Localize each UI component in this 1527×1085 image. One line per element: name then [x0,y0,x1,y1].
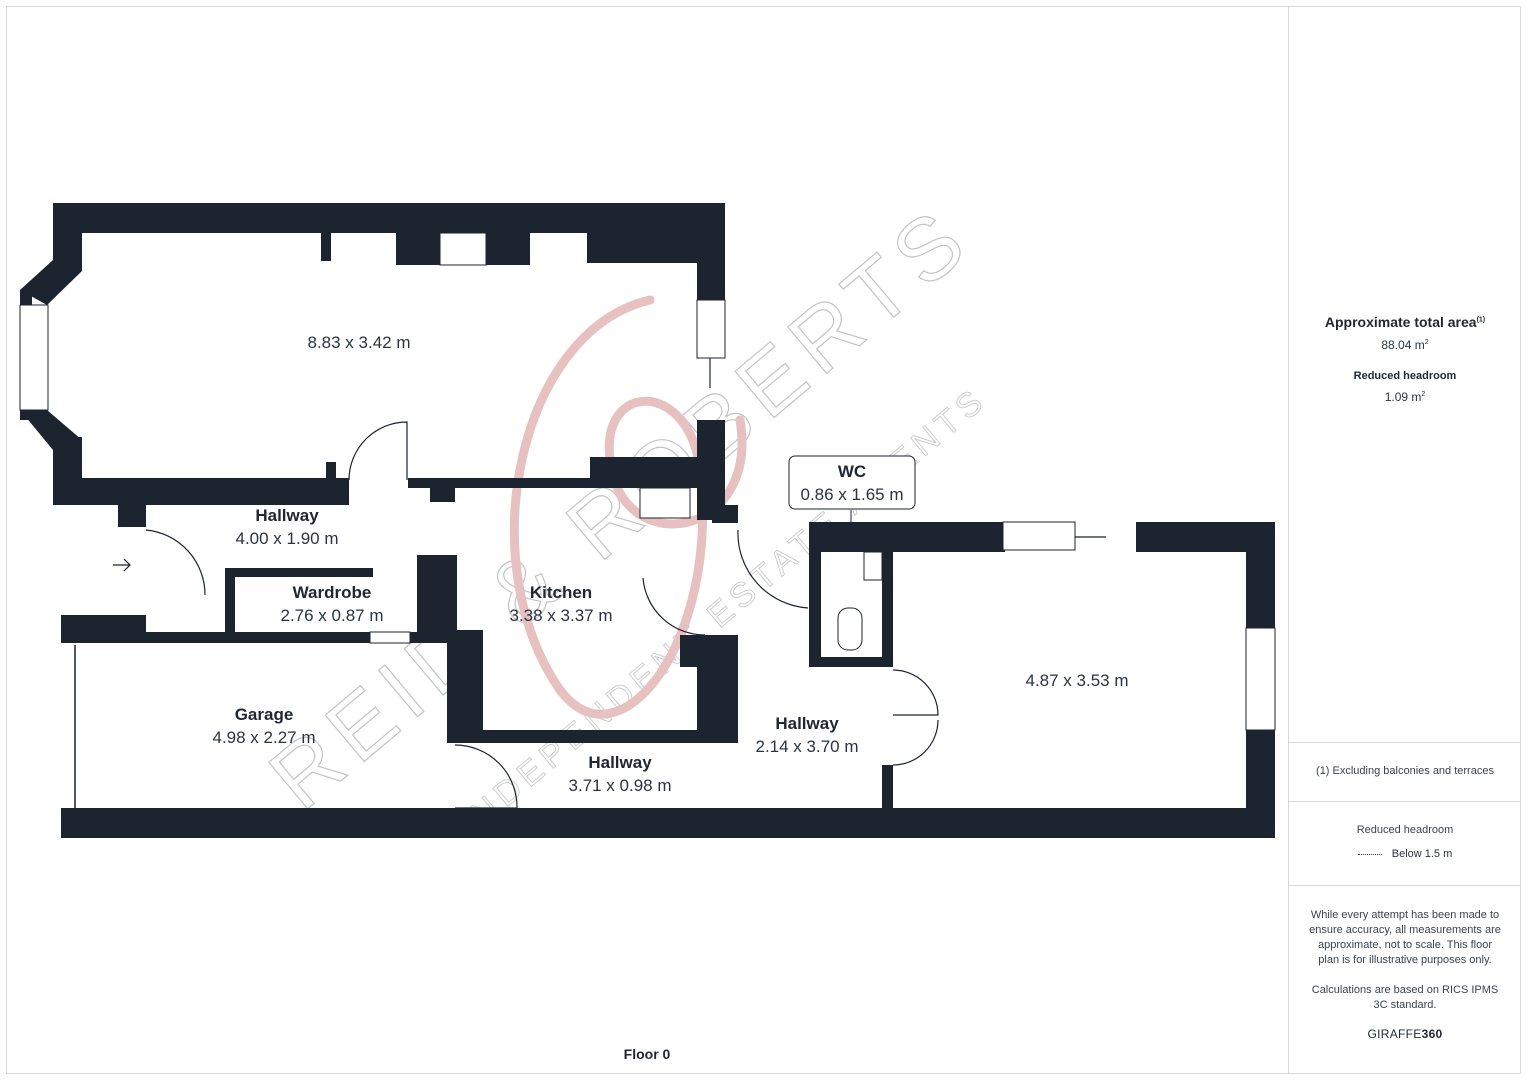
wall-wc-top [809,522,1005,552]
reduced-headroom-title: Reduced headroom [1353,370,1457,382]
wall-entrance-top [118,505,146,527]
room-wardrobe-dims: 2.76 x 0.87 m [280,606,383,625]
window-wardrobe [369,631,411,644]
room-garage-name: Garage [235,705,294,724]
legend-row: Below 1.5 m [1289,848,1521,860]
disclaimer-section: While every attempt has been made to ens… [1289,885,1521,1041]
wall-notch-1 [321,233,331,261]
doors [74,358,1106,809]
room-kitchen-name: Kitchen [530,583,592,602]
room-wc-dims: 0.86 x 1.65 m [800,485,903,504]
wall-kitchen-right-step [712,505,738,523]
total-area-title-text: Approximate total area [1324,314,1477,330]
wall-lounge-right-upper [697,203,725,300]
wall-recess-right [587,233,697,263]
room-right-dims: 4.87 x 3.53 m [1025,671,1128,690]
footnote-section: (1) Excluding balconies and terraces [1289,742,1521,801]
window-bay [19,304,49,411]
room-wc-name: WC [838,462,866,481]
room-hallway-1-name: Hallway [255,506,319,525]
wall-right-side-lower [1246,730,1275,838]
dotted-line-icon [1357,853,1382,855]
room-hallway-1-dims: 4.00 x 1.90 m [235,529,338,548]
page-frame [6,6,1521,1074]
floor-plan: REID & ROBERTS INDEPENDENT ESTATE AGENTS [19,185,1276,844]
door-wc [737,529,809,609]
door-right-lower [892,719,939,766]
wall-wardrobe-top [225,568,373,577]
legend-title: Reduced headroom [1356,824,1454,836]
wall-kitchen-left [447,630,483,743]
wall-notch-2 [326,462,336,478]
wall-hall-divider [882,765,893,815]
wall-lounge-bottom-mid [408,478,608,488]
disclaimer: While every attempt has been made to ens… [1309,909,1501,966]
room-lounge-dims: 8.83 x 3.42 m [307,333,410,352]
windows [19,232,1276,731]
door-lounge [348,421,408,481]
total-area-section: Approximate total area(1) 88.04 m2 Reduc… [1289,314,1521,404]
wall-wardrobe-right [417,555,457,643]
wc-label-box [788,455,916,510]
wall-wardrobe-left [225,568,235,643]
room-hallway-3-dims: 2.14 x 3.70 m [755,737,858,756]
room-labels: 8.83 x 3.42 m Hallway 4.00 x 1.90 m Ward… [212,333,1128,795]
wc-fixtures [837,510,883,651]
watermark: REID & ROBERTS INDEPENDENT ESTATE AGENTS [250,185,995,844]
reduced-headroom-value: 1.09 m2 [1289,390,1521,404]
total-area-unit-sup: 2 [1424,339,1429,346]
floor-label: Floor 0 [623,1046,671,1062]
brand-prefix: GIRAFFE [1367,1027,1422,1041]
door-right-upper [892,669,939,716]
wall-wc-bottom [809,657,893,667]
room-wardrobe-name: Wardrobe [293,583,372,602]
wall-kitchen-right-upper [697,420,725,520]
entrance-arrow-icon [113,558,131,572]
total-area-note-mark: (1) [1476,316,1486,324]
brand-logo: GIRAFFE360 [1289,1027,1521,1041]
wall-lounge-top [53,203,725,233]
window-lounge-right [696,299,726,359]
total-area-value: 88.04 m2 [1289,338,1521,352]
basin-icon [863,551,883,581]
room-kitchen-dims: 3.38 x 3.37 m [509,606,612,625]
watermark-monogram [509,295,747,719]
wall-lounge-left-upper [53,203,82,271]
kitchen-unit [639,487,691,519]
legend-item: Below 1.5 m [1391,848,1453,860]
floor-plan-drawing: REID & ROBERTS INDEPENDENT ESTATE AGENTS [19,185,1276,844]
walls [20,203,1275,838]
door-hallway [454,744,518,809]
room-hallway-2-dims: 3.71 x 0.98 m [568,776,671,795]
wall-pier [430,478,455,502]
room-garage-dims: 4.98 x 2.27 m [212,728,315,747]
wall-lounge-bottom-left [53,478,349,505]
reduced-headroom-unit-sup: 2 [1421,391,1426,398]
footnote: (1) Excluding balconies and terraces [1316,765,1494,777]
fireplace [439,232,487,266]
window-right-top [1002,521,1076,551]
wall-kitchen-right-lower [697,635,738,743]
wall-wc-right [882,522,893,667]
wall-bay-top [20,260,82,305]
sidebar: Approximate total area(1) 88.04 m2 Reduc… [1288,6,1521,1074]
total-area-value-text: 88.04 m [1381,338,1425,352]
toilet-icon [837,607,863,651]
calc-note: Calculations are based on RICS IPMS 3C s… [1311,984,1499,1011]
door-entrance [145,529,206,596]
legend-section: Reduced headroom Below 1.5 m [1289,801,1521,886]
wall-garage-top [146,632,456,643]
reduced-headroom-value-text: 1.09 m [1384,390,1422,404]
wall-bottom-outer [61,808,1275,838]
wall-wc-left [809,522,821,667]
wall-right-side-upper [1246,522,1275,628]
room-hallway-3-name: Hallway [775,714,839,733]
door-kitchen [642,577,706,636]
wall-entrance-bottom [61,615,146,643]
window-right-side [1245,627,1276,731]
room-hallway-2-name: Hallway [588,753,652,772]
wall-kitchen-bottom [447,730,737,743]
total-area-title: Approximate total area(1) [1289,314,1521,330]
brand-suffix: 360 [1421,1027,1443,1041]
